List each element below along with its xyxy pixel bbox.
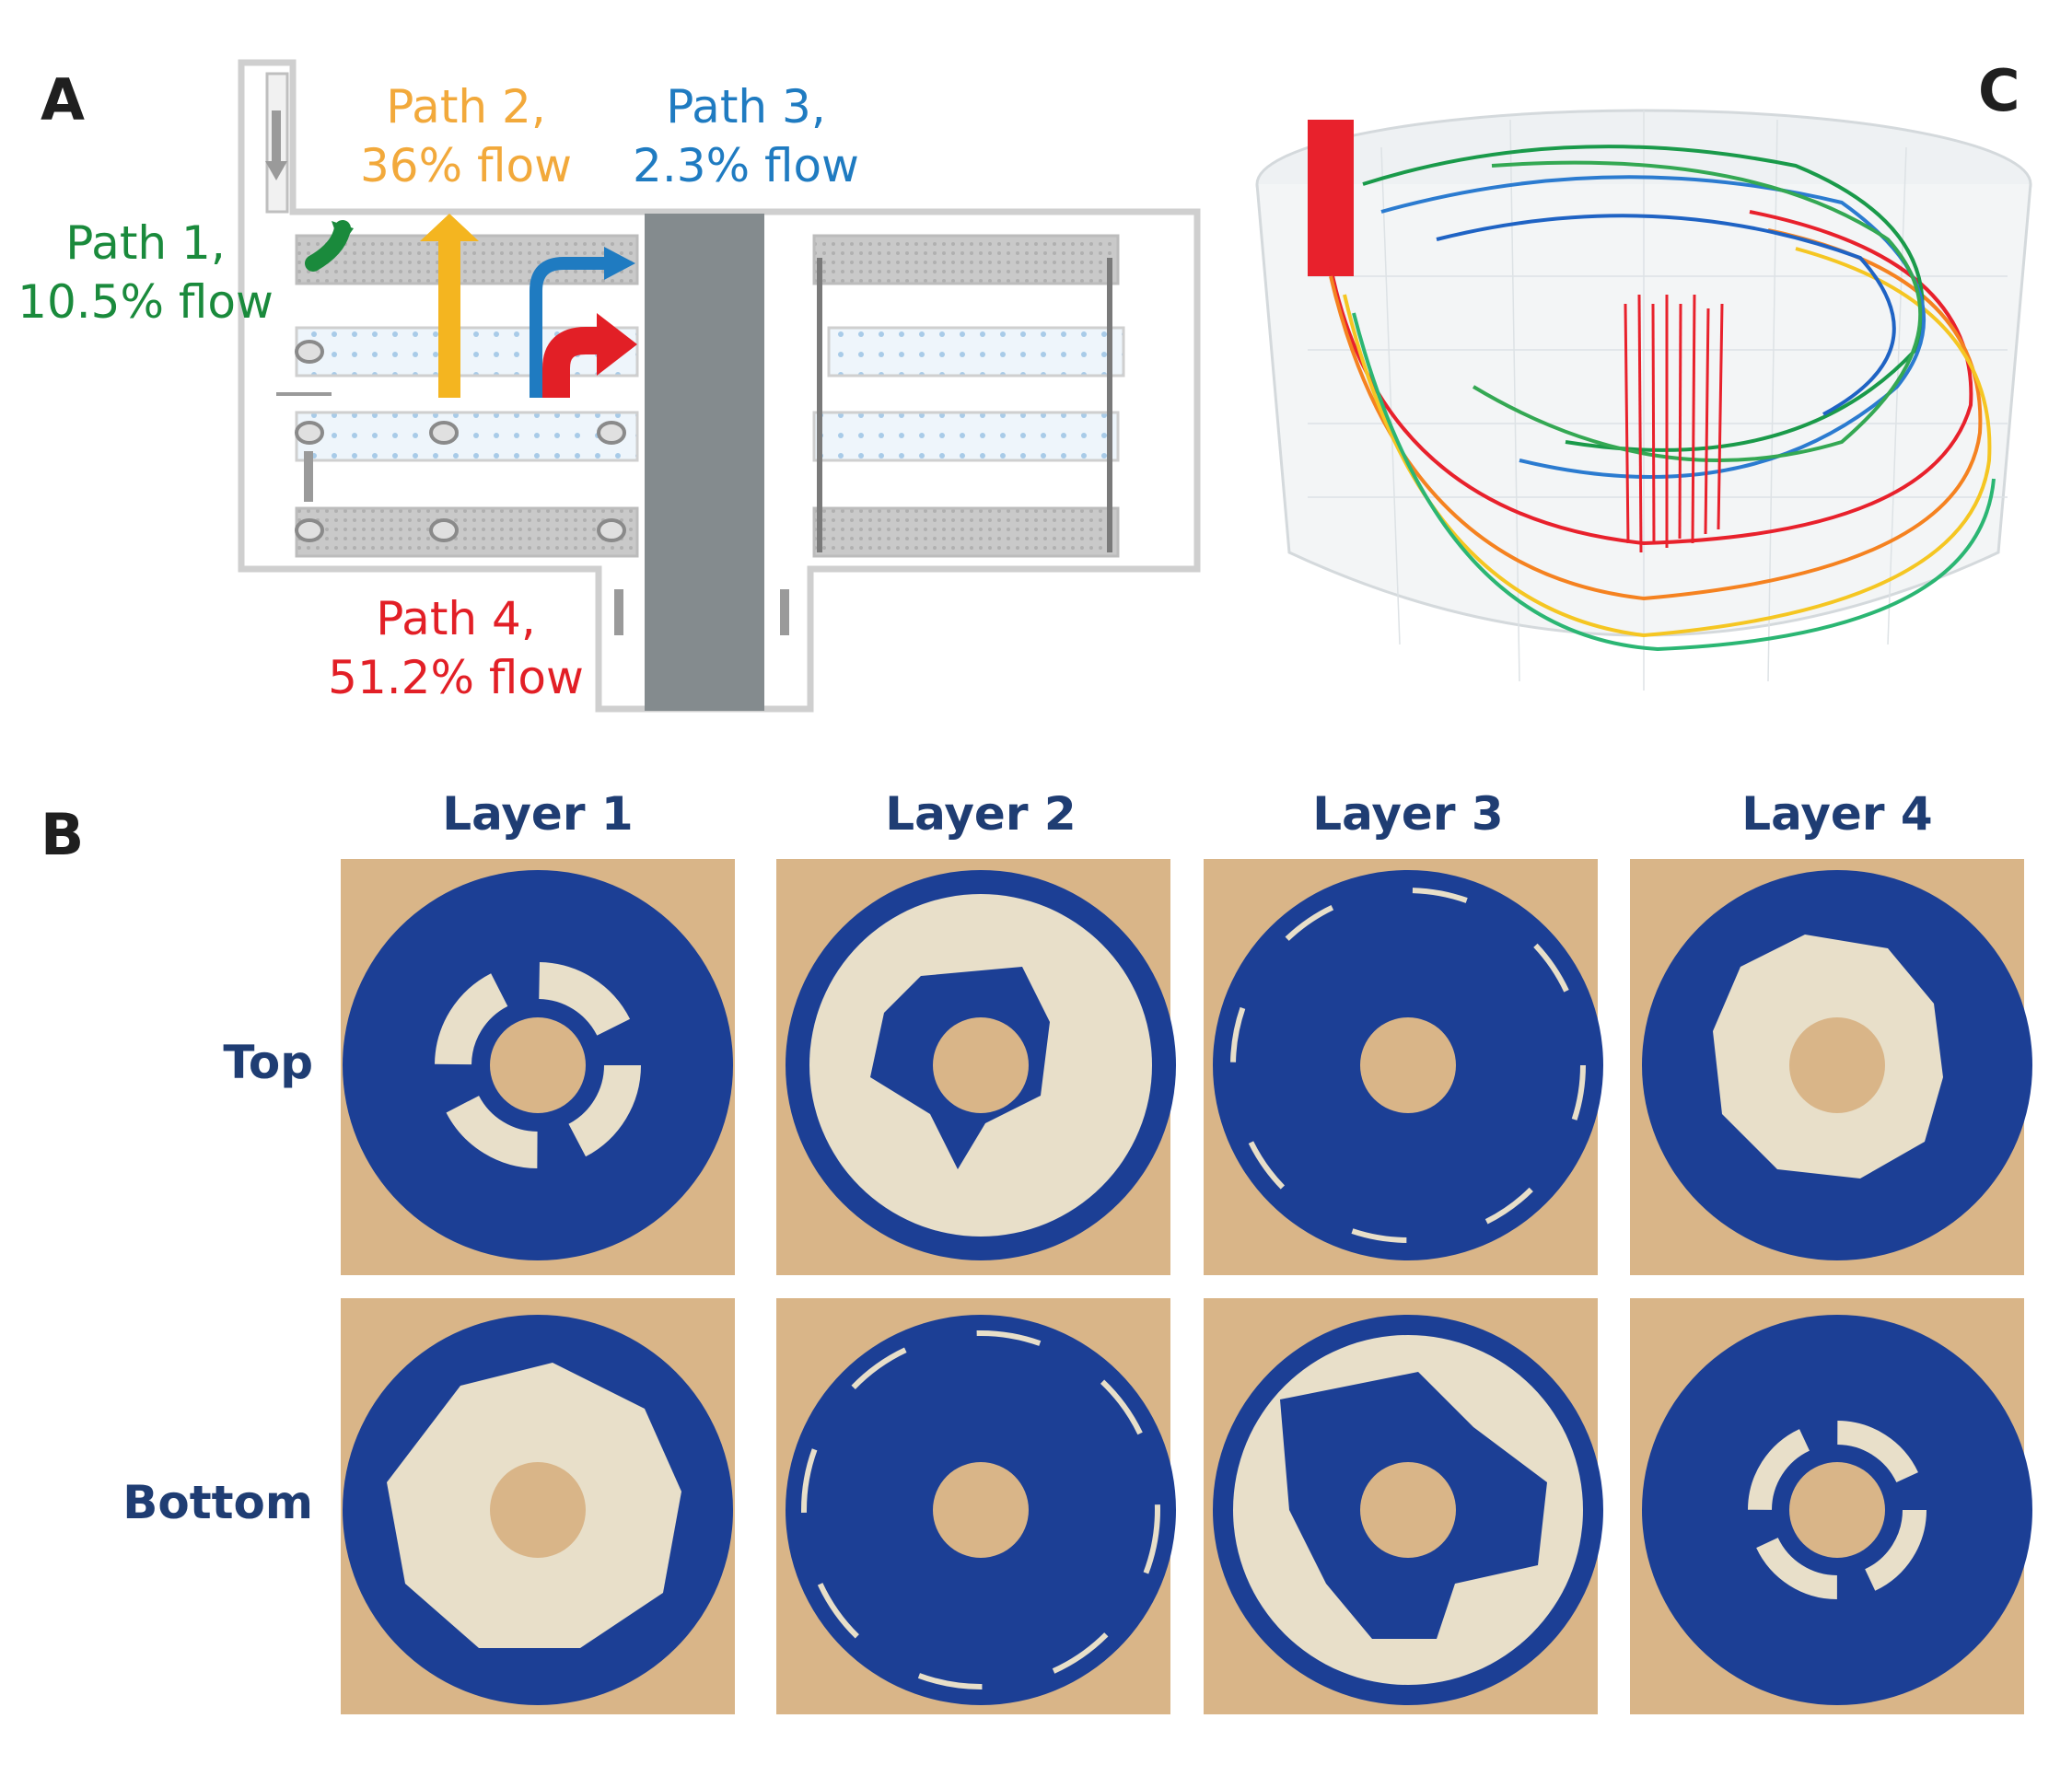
path-2-arrow (438, 239, 460, 398)
photo-layer-1-bottom (341, 1298, 735, 1714)
path-4-arrow (542, 327, 606, 398)
photo-layer-3-top (1204, 859, 1603, 1275)
central-core (645, 214, 764, 711)
panel-label-b: B (41, 801, 85, 868)
photo-grid (341, 859, 2032, 1714)
layer-4-right (812, 506, 1120, 558)
layer-4-left (295, 506, 639, 558)
photo-layer-4-top (1630, 859, 2032, 1275)
panel-label-c: C (1978, 57, 2020, 124)
layer-3-right (812, 411, 1120, 462)
path-1-label: Path 1, 10.5% flow (17, 216, 274, 329)
column-label-layer-4: Layer 4 (1741, 787, 1933, 841)
layer-1-right (812, 234, 1120, 285)
row-label-bottom: Bottom (122, 1476, 313, 1529)
spacer-bolts (295, 340, 626, 542)
housing-outline (238, 59, 1201, 713)
path-3-label: Path 3, 2.3% flow (633, 80, 859, 192)
photo-layer-4-bottom (1630, 1298, 2032, 1714)
row-label-top: Top (223, 1036, 313, 1089)
path-2-label: Path 2, 36% flow (359, 80, 572, 192)
path-3-arrow (530, 257, 610, 398)
column-label-layer-2: Layer 2 (885, 787, 1077, 841)
column-label-layer-1: Layer 1 (442, 787, 634, 841)
cfd-streamline-visualization (1255, 109, 2032, 691)
photo-layer-1-top (341, 859, 735, 1275)
layer-3-left (295, 411, 639, 462)
layer-2-right (827, 326, 1125, 377)
photo-layer-2-top (776, 859, 1176, 1275)
photo-layer-3-bottom (1204, 1298, 1603, 1714)
panel-label-a: A (41, 66, 85, 134)
photo-layer-2-bottom (776, 1298, 1176, 1714)
column-label-layer-3: Layer 3 (1312, 787, 1504, 841)
path-4-label: Path 4, 51.2% flow (328, 592, 584, 704)
